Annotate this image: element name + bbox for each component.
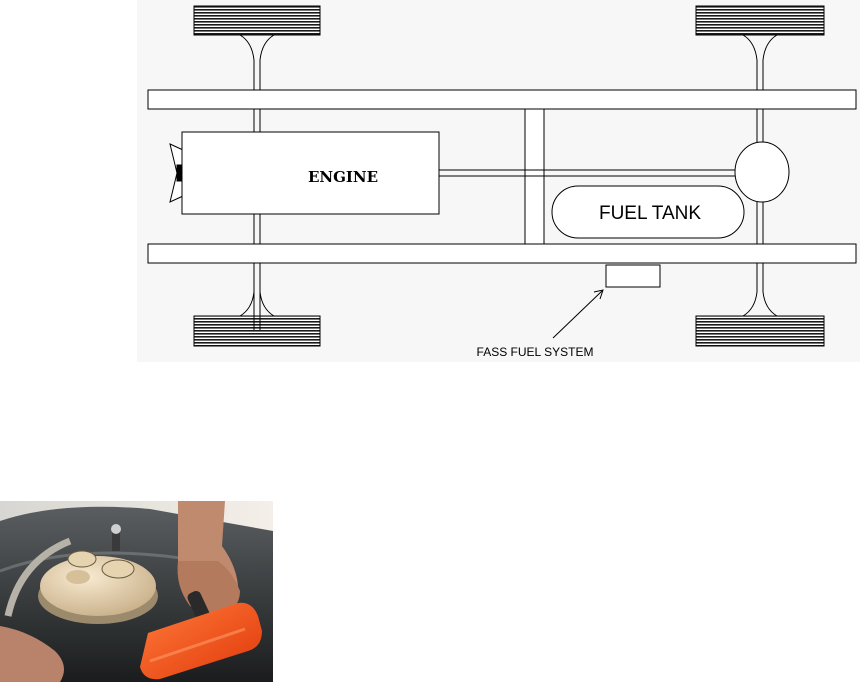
top-frame-rail: [148, 90, 856, 109]
chassis-diagram: ENGINE FUEL TANK FASS FUEL SYSTEM: [137, 0, 860, 362]
rear-right-tire: [696, 316, 824, 346]
fass-fuel-system-unit: [606, 265, 660, 287]
radiator-fan: [170, 144, 183, 202]
fuel-tank-label: FUEL TANK: [599, 203, 701, 224]
front-right-tire: [194, 316, 320, 346]
fass-fuel-system-label: FASS FUEL SYSTEM: [477, 345, 594, 359]
fuel-tank-photo: [0, 501, 273, 682]
engine-label: ENGINE: [308, 168, 378, 186]
rear-left-tire: [696, 6, 824, 35]
front-left-tire: [194, 6, 320, 35]
fass-callout-line: [553, 291, 602, 338]
bottom-frame-rail: [148, 244, 856, 263]
rear-differential: [735, 142, 789, 202]
driveshaft: [439, 170, 738, 176]
